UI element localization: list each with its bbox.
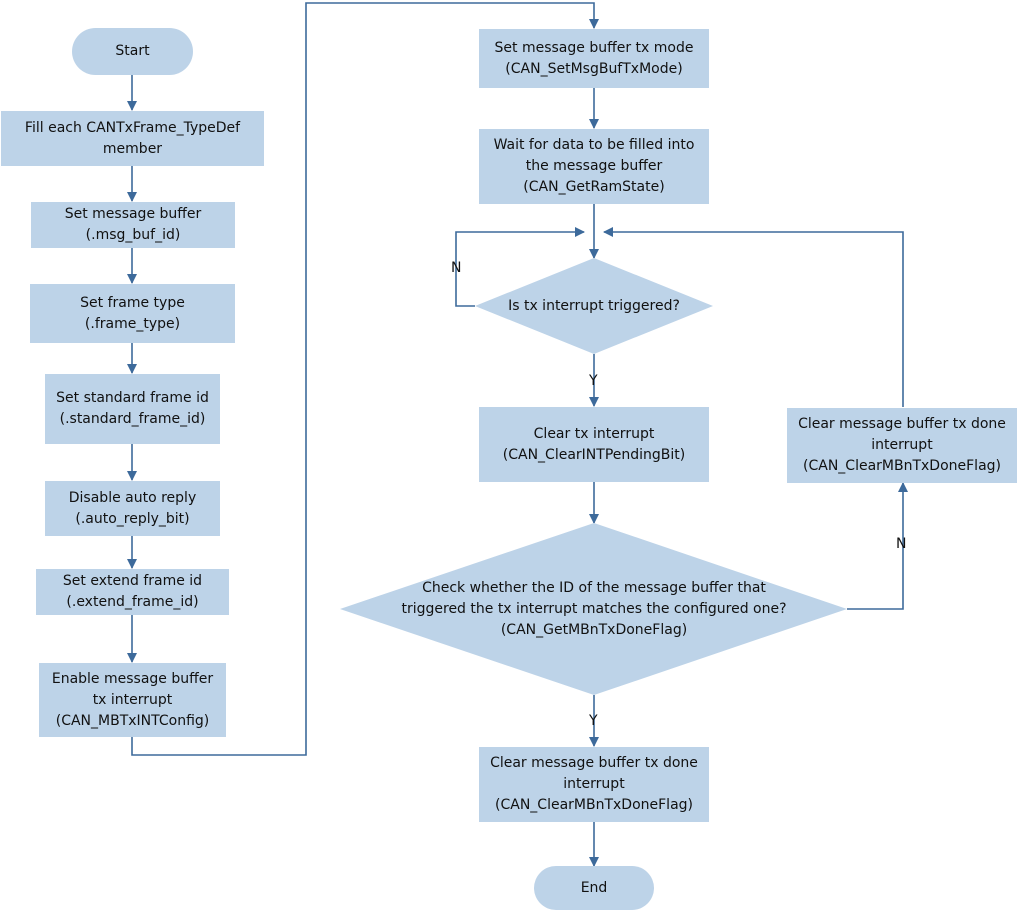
step-wait-for-data: Wait for data to be filled into the mess… bbox=[479, 129, 709, 204]
step-line: Wait for data to be filled into bbox=[493, 137, 695, 153]
step-line: interrupt bbox=[563, 776, 625, 792]
step-line: Fill each CANTxFrame_TypeDef bbox=[24, 119, 241, 136]
branch-label-match-yes: Y bbox=[589, 713, 598, 729]
step-line: (.msg_buf_id) bbox=[85, 227, 181, 243]
step-line: Set message buffer tx mode bbox=[494, 39, 694, 56]
step-line: (CAN_GetRamState) bbox=[523, 179, 665, 195]
step-enable-tx-interrupt: Enable message buffer tx interrupt (CAN_… bbox=[39, 663, 226, 737]
step-line: interrupt bbox=[871, 437, 933, 453]
branch-label-tx-yes: Y bbox=[589, 373, 598, 389]
step-clear-tx-interrupt: Clear tx interrupt (CAN_ClearINTPendingB… bbox=[479, 407, 709, 482]
decision-text-tx-triggered: Is tx interrupt triggered? bbox=[480, 292, 708, 320]
step-line: (CAN_ClearMBnTxDoneFlag) bbox=[803, 458, 1001, 474]
decision-line: triggered the tx interrupt matches the c… bbox=[401, 600, 787, 617]
decision-diamond-tx-triggered bbox=[475, 258, 713, 354]
step-line: Set message buffer bbox=[64, 206, 202, 222]
step-line: Clear message buffer tx done bbox=[490, 755, 698, 771]
step-line: the message buffer bbox=[525, 158, 663, 174]
step-clear-done-flag-bottom: Clear message buffer tx done interrupt (… bbox=[479, 747, 709, 822]
decision-line: (CAN_GetMBnTxDoneFlag) bbox=[500, 621, 688, 638]
branch-label-tx-no: N bbox=[451, 260, 462, 276]
arrow-match-no bbox=[847, 482, 908, 610]
step-line: tx interrupt bbox=[92, 691, 173, 708]
end-label: End bbox=[580, 879, 608, 896]
step-line: (CAN_MBTxINTConfig) bbox=[55, 712, 210, 729]
end-terminator: End bbox=[534, 866, 654, 910]
decision-diamond-id-match bbox=[340, 523, 847, 695]
step-set-extend-frame-id: Set extend frame id (.extend_frame_id) bbox=[36, 569, 229, 615]
step-line: Disable auto reply bbox=[68, 489, 197, 506]
step-set-frame-type: Set frame type (.frame_type) bbox=[30, 284, 235, 343]
arrow-side-loop-back bbox=[603, 227, 904, 407]
step-line: (.extend_frame_id) bbox=[66, 594, 199, 610]
step-line: (CAN_ClearMBnTxDoneFlag) bbox=[495, 797, 693, 813]
step-fill-txframe: Fill each CANTxFrame_TypeDef member bbox=[1, 111, 264, 166]
branch-label-match-no: N bbox=[896, 536, 907, 552]
step-line: (CAN_SetMsgBufTxMode) bbox=[505, 60, 683, 77]
step-set-msg-buffer: Set message buffer (.msg_buf_id) bbox=[31, 202, 235, 248]
step-line: (CAN_ClearINTPendingBit) bbox=[502, 446, 686, 463]
step-line: Set standard frame id bbox=[56, 390, 209, 406]
step-line: member bbox=[102, 140, 163, 157]
step-clear-done-flag-side: Clear message buffer tx done interrupt (… bbox=[787, 408, 1017, 483]
step-line: Clear message buffer tx done bbox=[798, 416, 1006, 432]
decision-line: Check whether the ID of the message buff… bbox=[422, 579, 766, 596]
step-line: (.auto_reply_bit) bbox=[75, 510, 190, 527]
step-line: Enable message buffer bbox=[51, 670, 214, 687]
step-disable-auto-reply: Disable auto reply (.auto_reply_bit) bbox=[45, 481, 220, 536]
step-line: (.standard_frame_id) bbox=[59, 411, 206, 427]
start-label: Start bbox=[115, 43, 150, 59]
start-terminator: Start bbox=[72, 28, 193, 75]
decision-text-id-match: Check whether the ID of the message buff… bbox=[360, 575, 828, 643]
arrow-enableint-to-txmode bbox=[131, 2, 599, 756]
step-line: (.frame_type) bbox=[84, 315, 181, 332]
arrow-tx-no-loop bbox=[455, 227, 585, 307]
step-line: Clear tx interrupt bbox=[533, 425, 655, 442]
step-set-tx-mode: Set message buffer tx mode (CAN_SetMsgBu… bbox=[479, 29, 709, 88]
decision-line: Is tx interrupt triggered? bbox=[508, 297, 680, 314]
step-line: Set extend frame id bbox=[62, 573, 203, 589]
step-set-standard-frame-id: Set standard frame id (.standard_frame_i… bbox=[45, 374, 220, 444]
step-line: Set frame type bbox=[80, 294, 185, 311]
